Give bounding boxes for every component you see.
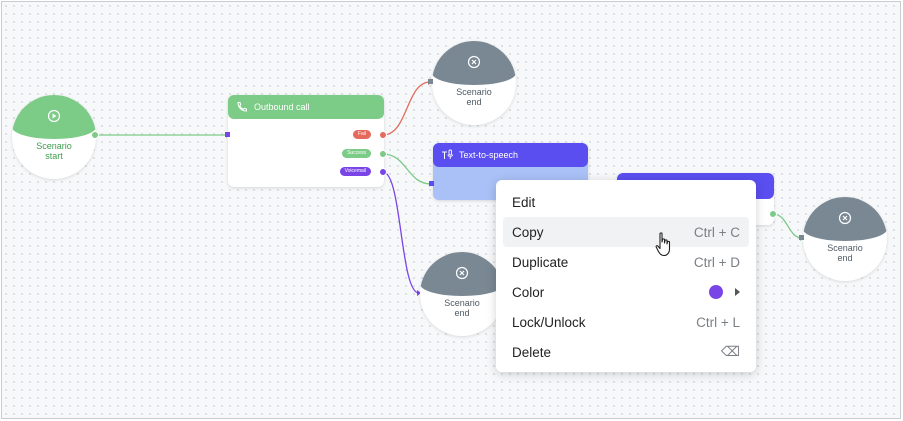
- end-right-input-port[interactable]: [799, 235, 804, 240]
- menu-item-lock-unlock[interactable]: Lock/Unlock Ctrl + L: [503, 307, 749, 337]
- voicemail-port-label: Voicemail: [339, 167, 371, 176]
- link-node-to-end-right: [772, 213, 803, 239]
- scenario-end-node-top[interactable]: Scenario end: [432, 41, 516, 125]
- node-label: Scenario end: [827, 243, 863, 263]
- menu-item-color[interactable]: Color: [503, 277, 749, 307]
- end-icon: [455, 266, 469, 280]
- fail-port-label: Fail: [352, 130, 371, 139]
- voicemail-output-port[interactable]: [379, 168, 387, 176]
- link-success-to-tts: [382, 153, 432, 185]
- fail-output-port[interactable]: [379, 131, 387, 139]
- link-fail-to-end: [382, 81, 431, 136]
- end-icon: [838, 211, 852, 225]
- scenario-end-node-bottom[interactable]: Scenario end: [420, 252, 504, 336]
- shortcut-label: Ctrl + C: [693, 224, 740, 240]
- menu-item-label: Duplicate: [512, 254, 569, 270]
- menu-item-edit[interactable]: Edit: [503, 187, 749, 217]
- menu-item-duplicate[interactable]: Duplicate Ctrl + D: [503, 247, 749, 277]
- menu-item-label: Edit: [512, 194, 536, 210]
- text-speech-icon: [442, 149, 453, 159]
- play-icon: [47, 109, 61, 123]
- menu-item-label: Lock/Unlock: [512, 314, 586, 330]
- menu-item-delete[interactable]: Delete ⌫: [503, 337, 749, 367]
- end-icon: [467, 55, 481, 69]
- shortcut-label: Ctrl + L: [696, 314, 740, 330]
- backspace-icon: ⌫: [720, 344, 740, 359]
- menu-item-label: Color: [512, 284, 545, 300]
- success-output-port[interactable]: [379, 150, 387, 158]
- submenu-arrow-icon: [735, 288, 740, 296]
- link-voicemail-to-end: [382, 171, 420, 294]
- outbound-call-title: Outbound call: [254, 102, 310, 112]
- menu-item-label: Delete: [512, 344, 552, 360]
- menu-item-label: Copy: [512, 224, 544, 240]
- end-input-port[interactable]: [428, 79, 433, 84]
- outbound-call-input-port[interactable]: [225, 132, 230, 137]
- success-port-label: Success: [342, 149, 371, 158]
- outbound-call-node[interactable]: Outbound call Fail Success Voicemail: [228, 95, 384, 187]
- hidden-node-output-port[interactable]: [769, 210, 777, 218]
- tts-input-port[interactable]: [429, 181, 434, 186]
- start-output-port[interactable]: [91, 131, 99, 139]
- node-label: Scenario start: [36, 141, 72, 161]
- scenario-end-node-right[interactable]: Scenario end: [803, 197, 887, 281]
- scenario-start-node[interactable]: Scenario start: [12, 95, 96, 179]
- context-menu: Edit Copy Ctrl + C Duplicate Ctrl + D Co…: [496, 180, 756, 372]
- node-label: Scenario end: [456, 87, 492, 107]
- hand-cursor-icon: [655, 232, 671, 257]
- phone-icon: [237, 102, 247, 112]
- text-to-speech-header[interactable]: Text-to-speech: [433, 143, 588, 167]
- menu-item-copy[interactable]: Copy Ctrl + C: [503, 217, 749, 247]
- color-swatch: [709, 285, 723, 299]
- shortcut-label: Ctrl + D: [693, 254, 740, 270]
- node-label: Scenario end: [444, 298, 480, 318]
- outbound-call-header[interactable]: Outbound call: [228, 95, 384, 119]
- text-to-speech-title: Text-to-speech: [459, 150, 519, 160]
